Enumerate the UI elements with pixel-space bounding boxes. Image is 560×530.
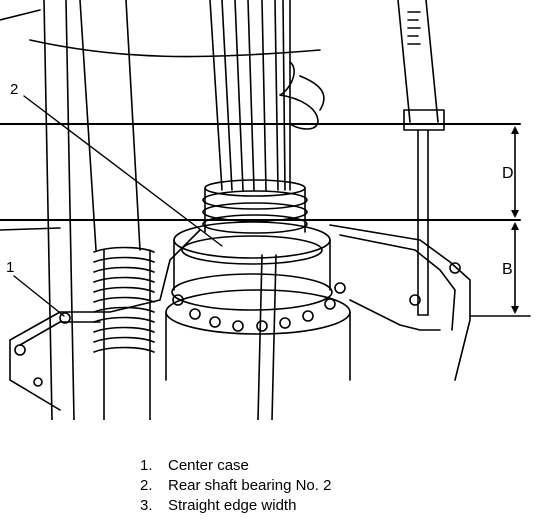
shaft-collars: [202, 179, 308, 234]
dimension-label-lower: B: [502, 261, 513, 278]
legend-number: 2.: [140, 477, 153, 494]
straight-edge-vertical: [257, 254, 277, 420]
callout-leaders: [13, 95, 223, 317]
rear-shaft-bearing: [165, 221, 351, 381]
straight-edges: [0, 123, 521, 221]
legend-text: Straight edge width: [168, 497, 297, 514]
callout-center-case: 1: [6, 259, 14, 276]
legend-number: 3.: [140, 497, 153, 514]
center-case: [9, 224, 471, 411]
technical-illustration: 2 1 D B: [0, 0, 531, 420]
legend-item: 1. Center case: [140, 456, 331, 476]
legend-number: 1.: [140, 457, 153, 474]
legend-text: Rear shaft bearing No. 2: [168, 477, 332, 494]
spring-rod: [79, 0, 155, 420]
legend-item: 3. Straight edge width: [140, 496, 331, 516]
callout-rear-shaft-bearing: 2: [10, 81, 18, 98]
legend-text: Center case: [168, 457, 249, 474]
depth-gauge: [397, 0, 445, 316]
shaft: [209, 0, 291, 191]
press-bar: [43, 0, 75, 420]
dimension-label-upper: D: [502, 165, 514, 182]
dimension-lines: [469, 127, 531, 317]
parts-legend: 1. Center case 2. Rear shaft bearing No.…: [140, 456, 331, 516]
hand: [279, 61, 325, 130]
legend-item: 2. Rear shaft bearing No. 2: [140, 476, 331, 496]
dimension-arrowheads: [511, 126, 519, 314]
